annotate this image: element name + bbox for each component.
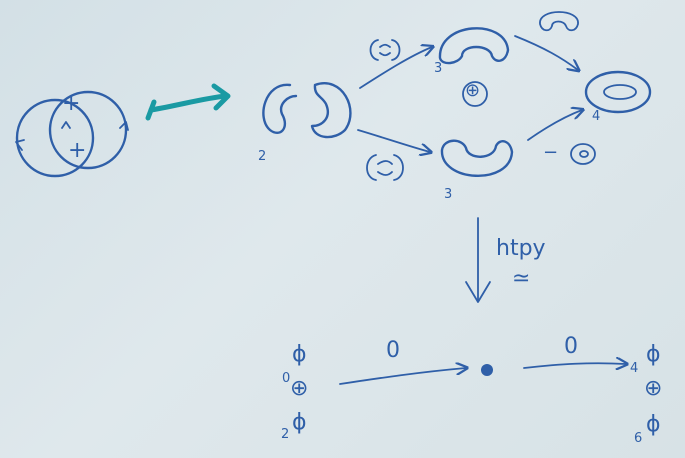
mid-plus-symbol: ⊕ [465, 80, 481, 101]
upper-branch-arrow [359, 47, 432, 89]
right-four: 4 [630, 361, 639, 376]
orientation-arrow-inner [61, 121, 71, 129]
right-six: 6 [634, 431, 643, 446]
arrow-left-label: 0 [386, 338, 400, 363]
state-final-annulus [584, 70, 652, 114]
small-icon-top [539, 11, 579, 32]
orientation-arrow-left [15, 139, 25, 151]
saddle-icon-lower [366, 154, 404, 181]
htpy-label: htpy [496, 236, 546, 261]
orientation-arrow-right [119, 121, 129, 131]
mid-plus-circle [462, 81, 488, 107]
central-dot [481, 364, 493, 376]
lower-to-final-arrow [527, 110, 582, 141]
left-zero: 0 [282, 371, 291, 386]
bottom-left-arrow [339, 368, 466, 385]
state-lower-middle [440, 139, 514, 177]
state-upper-middle [438, 27, 510, 65]
right-plus-circle: ⊕ [644, 376, 663, 401]
degree-label-left: 2 [258, 149, 267, 164]
degree-label-bottom-middle: 3 [444, 187, 453, 202]
left-top-phi: ϕ [292, 342, 307, 367]
link-diagram [15, 90, 129, 178]
homotopy-arrow [465, 217, 491, 303]
left-bottom-phi: ϕ [292, 410, 307, 435]
link-plus-label-1: + [62, 91, 81, 116]
minus-sign: − [543, 142, 559, 163]
left-plus-circle: ⊕ [290, 376, 309, 401]
right-top-phi: ϕ [646, 342, 661, 367]
link-component-right [48, 90, 128, 170]
arrow-right-label: 0 [564, 334, 578, 359]
degree-label-top-middle: 3 [434, 61, 443, 76]
arc-right [310, 82, 352, 139]
bottom-right-arrow [523, 363, 626, 368]
arc-left [262, 83, 298, 135]
left-two: 2 [281, 427, 290, 442]
htpy-symbol: ≃ [512, 266, 531, 291]
saddle-icon-upper [369, 39, 401, 61]
upper-to-final-arrow [514, 35, 578, 70]
link-component-left [15, 98, 95, 178]
resolution-initial [262, 82, 352, 139]
right-bottom-phi: ϕ [646, 412, 661, 437]
link-plus-label-2: + [68, 138, 87, 163]
maps-to-arrow [145, 83, 231, 121]
lower-branch-arrow [357, 129, 430, 152]
small-annulus [570, 143, 596, 165]
degree-label-right: 4 [592, 109, 601, 124]
